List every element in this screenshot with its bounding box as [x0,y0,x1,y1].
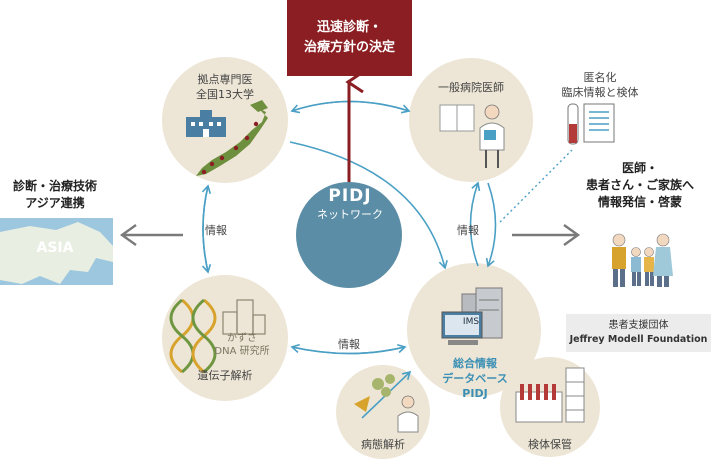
arrow-gene-to-univ [201,184,212,273]
decision-line1: 迅速診断・ [316,20,382,35]
hub-subtitle: ネットワーク [317,208,383,221]
clinical-data-sheet-icon [567,103,615,145]
support-group-box: 患者支援団体 Jeffrey Modell Foundation [566,314,711,352]
institute-line1: かずさ [227,333,257,344]
public-info-line1: 医師・ [621,161,658,175]
arrow-db-to-doctor [469,181,481,267]
edge-label-right: 情報 [457,224,479,237]
server-tag: IMS [462,317,480,327]
decision-box: 迅速診断・ 治療方針の決定 [287,0,412,76]
asia-line1: 診断・治療技術 [12,179,97,193]
research-institute-label: かずさ DNA 研究所 [207,332,277,358]
pathology-label: 病態解析 [361,438,405,451]
asia-map-image [0,218,113,285]
general-doctor-label: 一般病院医師 [438,81,504,94]
arrow-univ-to-db [289,141,448,270]
database-line2: データベース [442,372,508,385]
gene-analysis-label: 遺伝子解析 [197,369,253,382]
pathology-icon [354,374,419,433]
dna-icon [169,298,217,374]
arrow-db-to-gene [290,343,406,355]
research-institute-building-icon [222,299,266,335]
asia-line2: アジア連携 [25,196,85,210]
universities-line1: 拠点専門医 [197,73,253,86]
database-server-icon [441,287,503,345]
universities-label: 拠点専門医 全国13大学 [185,72,265,102]
public-info-label: 医師・ 患者さん・ご家族へ 情報発信・啓蒙 [575,160,705,211]
hub-label: PIDJ ネットワーク [295,185,405,223]
public-info-line3: 情報発信・啓蒙 [597,195,682,209]
database-line1: 総合情報 [453,357,497,370]
anon-info-label: 匿名化 臨床情報と検体 [555,70,645,100]
anon-info-line2: 臨床情報と検体 [561,86,639,99]
edge-label-bottom: 情報 [338,338,360,351]
database-line3: PIDJ [462,387,488,400]
support-group-line1: 患者支援団体 [608,320,669,331]
institute-line2: DNA 研究所 [214,346,270,357]
specimen-storage-icon [515,367,585,423]
decision-line2: 治療方針の決定 [303,40,395,55]
public-info-line2: 患者さん・ご家族へ [585,178,694,192]
family-icon [612,233,673,287]
hub-title: PIDJ [328,186,372,206]
doctor-icon [439,104,505,168]
pathology-node [336,365,430,459]
anon-data-dotted-line [499,149,573,223]
university-building-icon [186,110,226,137]
database-label: 総合情報 データベース PIDJ [420,356,530,401]
arrow-doctor-to-db [485,182,497,268]
asia-cooperation-label: 診断・治療技術 アジア連携 [5,178,105,212]
pidj-network-hub [296,182,402,288]
anon-info-line1: 匿名化 [583,71,617,84]
support-group-line2: Jeffrey Modell Foundation [569,334,708,345]
universities-line2: 全国13大学 [196,88,254,101]
gene-analysis-node [162,275,288,401]
specimen-storage-label: 検体保管 [528,438,572,451]
japan-map-icon [196,100,268,176]
edge-label-left: 情報 [205,224,227,237]
asia-map-label: ASIA [36,240,74,256]
